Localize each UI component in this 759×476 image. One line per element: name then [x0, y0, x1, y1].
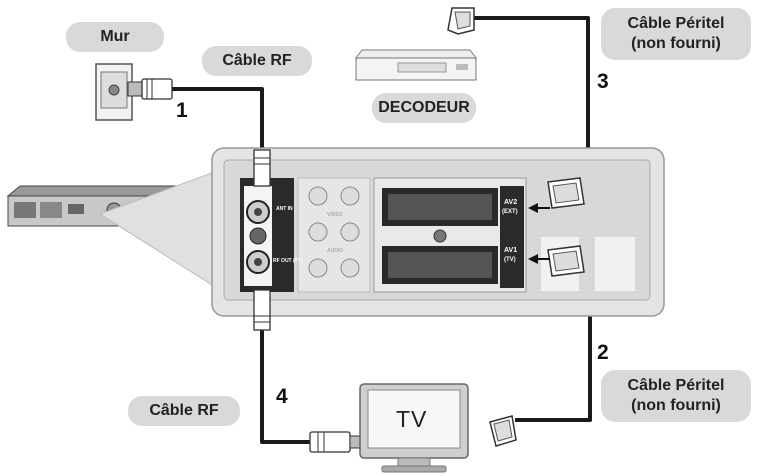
av2-sub-text: (EXT) — [502, 209, 518, 215]
scart-plug-bottom — [489, 415, 517, 447]
audio-text: AUDIO — [327, 248, 343, 254]
rf-plug-tv — [309, 431, 363, 453]
scart-cable-bottom-line1: Câble Péritel — [627, 377, 725, 394]
scart-plug-av2 — [547, 177, 585, 209]
rf-cable-top-label: Câble RF — [202, 46, 312, 76]
av2-text: AV2 — [504, 199, 517, 206]
av1-text: AV1 — [504, 247, 517, 254]
wall-label: Mur — [66, 22, 164, 52]
decoder-device — [355, 49, 477, 81]
rf-cable-4 — [260, 330, 316, 444]
wall-outlet — [95, 63, 133, 121]
rf-out-text: RF OUT (TV) — [273, 258, 303, 264]
rf-cable-bottom-label: Câble RF — [128, 396, 240, 426]
rf-plug-panel-top — [253, 149, 271, 187]
rf-cable-1 — [172, 87, 264, 150]
tv-device — [359, 383, 469, 473]
scart-cable-top-label: Câble Péritel (non fourni) — [601, 8, 751, 60]
scart-cable-bottom-label: Câble Péritel (non fourni) — [601, 370, 751, 422]
av1-sub-text: (TV) — [504, 257, 516, 263]
step-1: 1 — [176, 99, 188, 122]
rf-plug-wall — [127, 78, 173, 100]
decoder-label: DECODEUR — [372, 93, 476, 123]
scart-cable-bottom-line2: (non fourni) — [631, 397, 721, 414]
scart-plug-av1 — [547, 245, 585, 277]
step-2: 2 — [597, 341, 609, 364]
scart-cable-top-line1: Câble Péritel — [627, 15, 725, 32]
tv-screen-label: TV — [396, 406, 428, 432]
scart-plug-top — [447, 7, 475, 35]
back-panel — [211, 147, 665, 317]
rf-plug-panel-bottom — [253, 289, 271, 331]
ant-in-text: ANT IN — [276, 206, 293, 212]
video-text: VIDEO — [327, 212, 343, 218]
scart-cable-top-line2: (non fourni) — [631, 35, 721, 52]
step-3: 3 — [597, 70, 609, 93]
arrows — [528, 203, 550, 264]
step-4: 4 — [276, 385, 288, 408]
